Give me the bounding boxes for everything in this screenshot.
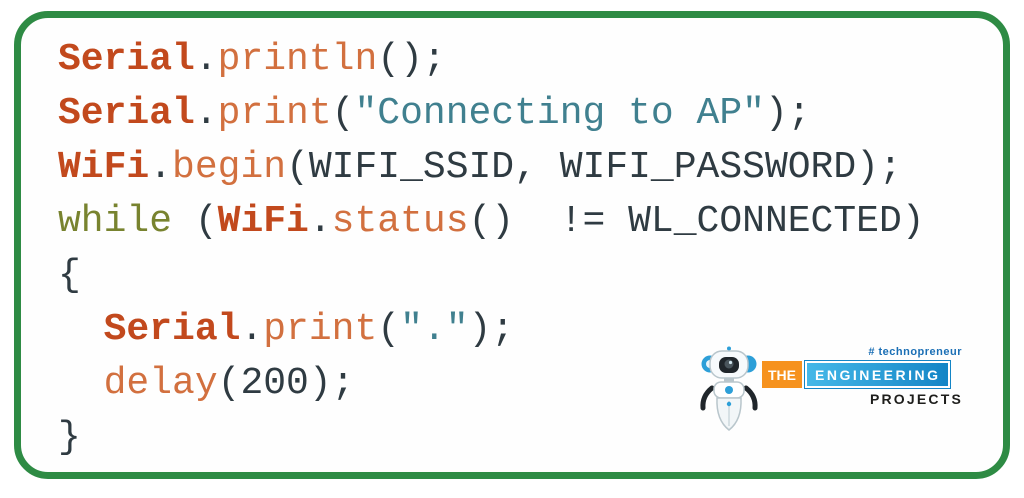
code-token: { (58, 254, 81, 297)
code-token: (WIFI_SSID, WIFI_PASSWORD); (286, 146, 902, 189)
code-token (58, 362, 104, 405)
brand-logo: # technopreneur THE ENGINEERING PROJECTS (698, 346, 964, 432)
code-token: WiFi (58, 146, 150, 189)
brand-engineering-box: ENGINEERING (805, 361, 950, 388)
robot-mascot-icon (700, 346, 758, 431)
code-line: while (WiFi.status() != WL_CONNECTED) (58, 195, 925, 249)
brand-logo-text: # technopreneur THE ENGINEERING PROJECTS (762, 346, 964, 407)
code-snippet-frame (14, 11, 1010, 479)
code-token: ); (764, 92, 811, 135)
code-token: print (263, 308, 378, 351)
code-line: WiFi.begin(WIFI_SSID, WIFI_PASSWORD); (58, 141, 925, 195)
code-token: Serial (103, 308, 241, 351)
code-token: print (217, 92, 332, 135)
brand-projects-label: PROJECTS (869, 391, 963, 407)
code-token: ( (331, 92, 355, 135)
code-token: ( (377, 308, 401, 351)
code-token: } (58, 416, 81, 459)
code-token: "." (400, 308, 469, 351)
code-token: ); (468, 308, 515, 351)
code-token: Serial (58, 92, 195, 135)
brand-the-box: THE (762, 361, 802, 388)
code-line: } (58, 411, 925, 465)
code-token: delay (103, 362, 218, 405)
code-token: "Connecting to AP" (354, 92, 765, 135)
code-token: WiFi (217, 200, 309, 243)
code-token: . (240, 308, 264, 351)
code-token: . (149, 146, 173, 189)
code-line: Serial.println(); (58, 33, 925, 87)
code-line: Serial.print("."); (58, 303, 925, 357)
code-token: (); (377, 38, 446, 81)
code-token: Serial (58, 38, 195, 81)
code-line: { (58, 249, 925, 303)
brand-tagline: # technopreneur (868, 346, 962, 358)
code-token: . (194, 38, 218, 81)
code-token: () != WL_CONNECTED) (468, 200, 925, 243)
code-line: Serial.print("Connecting to AP"); (58, 87, 925, 141)
code-token: println (217, 38, 378, 81)
code-token: begin (172, 146, 287, 189)
brand-row: THE ENGINEERING (762, 361, 964, 388)
code-token: while (58, 200, 173, 243)
code-token: (200); (217, 362, 355, 405)
code-token (58, 308, 104, 351)
code-token: status (331, 200, 469, 243)
code-token: . (194, 92, 218, 135)
code-token: . (308, 200, 332, 243)
code-token: ( (172, 200, 218, 243)
code-block: Serial.println();Serial.print("Connectin… (58, 33, 925, 465)
code-line: delay(200); (58, 357, 925, 411)
